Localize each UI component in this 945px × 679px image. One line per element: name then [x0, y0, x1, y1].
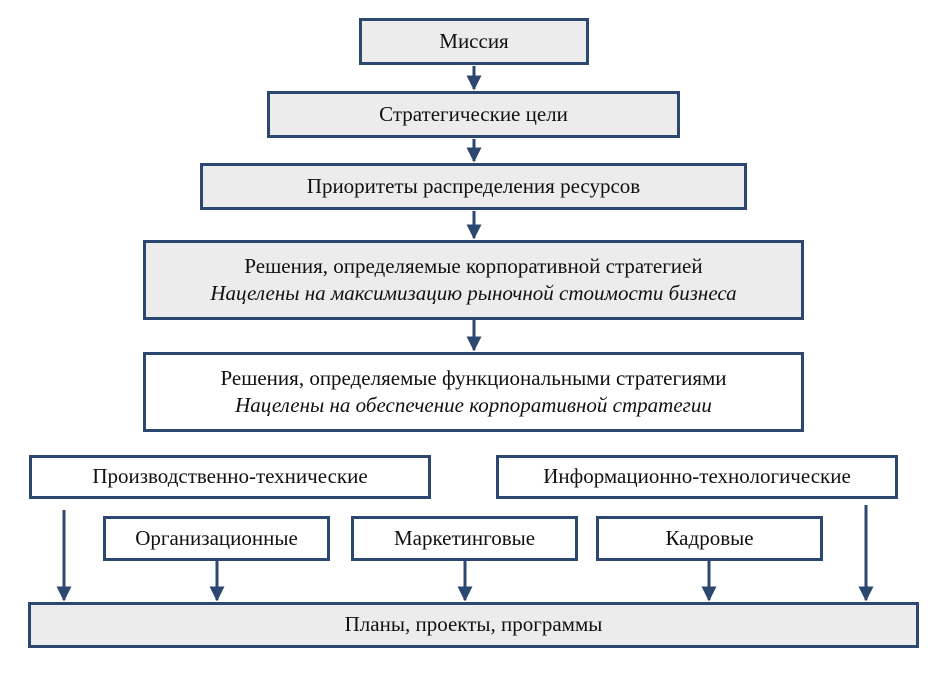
resource-priorities-box: Приоритеты распределения ресурсов: [200, 163, 747, 210]
personnel-box: Кадровые: [596, 516, 823, 561]
information-technology-label: Информационно-технологические: [543, 464, 851, 489]
strategic-goals-label: Стратегические цели: [379, 101, 568, 126]
production-technical-label: Производственно-технические: [92, 464, 368, 489]
plans-label: Планы, проекты, программы: [344, 612, 603, 637]
mission-label: Миссия: [439, 28, 509, 53]
corporate-decisions-title: Решения, определяемые корпоративной стра…: [244, 253, 703, 278]
plans-box: Планы, проекты, программы: [28, 602, 919, 648]
marketing-box: Маркетинговые: [351, 516, 578, 561]
corporate-decisions-box: Решения, определяемые корпоративной стра…: [143, 240, 804, 320]
resource-priorities-label: Приоритеты распределения ресурсов: [306, 173, 641, 198]
strategic-goals-box: Стратегические цели: [267, 91, 680, 138]
marketing-label: Маркетинговые: [393, 525, 536, 550]
production-technical-box: Производственно-технические: [29, 455, 431, 499]
functional-decisions-title: Решения, определяемые функциональными ст…: [220, 365, 727, 390]
information-technology-box: Информационно-технологические: [496, 455, 898, 499]
functional-decisions-box: Решения, определяемые функциональными ст…: [143, 352, 804, 432]
corporate-decisions-subtitle: Нацелены на максимизацию рыночной стоимо…: [210, 281, 737, 305]
personnel-label: Кадровые: [665, 525, 754, 550]
functional-decisions-subtitle: Нацелены на обеспечение корпоративной ст…: [235, 393, 712, 417]
organizational-label: Организационные: [135, 525, 298, 550]
mission-box: Миссия: [359, 18, 589, 65]
organizational-box: Организационные: [103, 516, 330, 561]
